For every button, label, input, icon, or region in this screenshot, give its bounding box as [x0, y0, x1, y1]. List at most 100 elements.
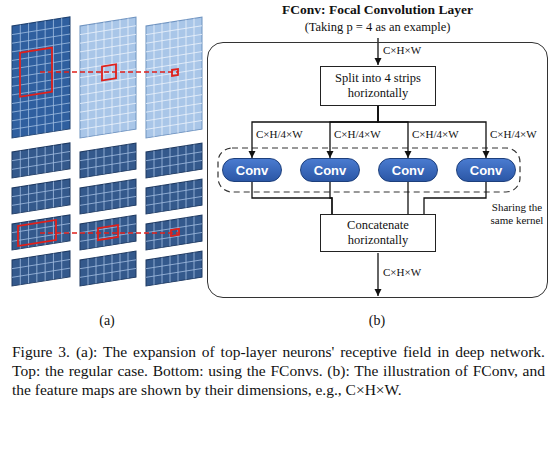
feature-map-grid — [146, 179, 202, 214]
grid-line — [12, 112, 70, 121]
grid-line — [80, 152, 136, 161]
conv-pill: Conv — [378, 158, 438, 182]
grid-line — [45, 147, 46, 173]
grid-line — [61, 252, 62, 278]
grid-line — [12, 160, 70, 169]
grid-line — [112, 183, 113, 209]
grid-line — [28, 185, 29, 211]
grid-line — [154, 187, 155, 213]
grid-line — [154, 259, 155, 285]
grid-line — [96, 221, 97, 247]
dimension-label: C×H/4×W — [490, 128, 537, 141]
grid-line — [154, 151, 155, 177]
grid-line — [112, 147, 113, 173]
process-box: Split into 4 strips horizontally — [320, 66, 436, 106]
connector — [330, 182, 332, 214]
grid-line — [146, 60, 202, 69]
grid-line — [120, 182, 121, 208]
grid-line — [194, 180, 195, 206]
grid-line — [12, 196, 70, 205]
grid-line — [61, 180, 62, 206]
grid-line — [128, 216, 129, 242]
grid-line — [162, 221, 163, 247]
grid-line — [146, 112, 202, 121]
connector — [407, 182, 408, 214]
grid-line — [186, 218, 187, 244]
feature-map — [146, 251, 202, 286]
grid-line — [36, 148, 37, 174]
panel-label: (a) — [87, 312, 127, 329]
grid-line — [162, 185, 163, 211]
grid-line — [36, 184, 37, 210]
feature-map — [12, 17, 70, 138]
connector — [252, 182, 332, 214]
dimension-label: C×H/4×W — [334, 128, 381, 141]
receptive-field-box — [20, 48, 52, 97]
feature-map — [80, 143, 136, 178]
feature-map — [80, 179, 136, 214]
grid-line — [128, 144, 129, 170]
grid-line — [80, 196, 136, 205]
grid-line — [146, 43, 202, 52]
grid-line — [146, 77, 202, 86]
grid-line — [154, 223, 155, 249]
feature-map-grid — [146, 251, 202, 286]
grid-line — [170, 148, 171, 174]
grid-line — [194, 144, 195, 170]
feature-map-grid — [12, 143, 70, 178]
grid-line — [61, 216, 62, 242]
connector — [424, 182, 486, 214]
feature-map — [12, 179, 70, 214]
grid-line — [12, 259, 70, 268]
grid-line — [96, 149, 97, 175]
frame-heading: FConv: Focal Convolution Layer(Taking p … — [207, 1, 548, 36]
grid-line — [128, 252, 129, 278]
frame-title: FConv: Focal Convolution Layer — [207, 1, 548, 19]
grid-line — [80, 60, 136, 69]
grid-line — [12, 187, 70, 196]
grid-line — [80, 26, 136, 35]
grid-line — [80, 232, 136, 241]
grid-line — [104, 148, 105, 174]
grid-line — [80, 103, 136, 112]
grid-line — [80, 52, 136, 61]
dimension-label: C×H/4×W — [256, 128, 303, 141]
conv-pill: Conv — [300, 158, 360, 182]
grid-line — [61, 144, 62, 170]
grid-line — [120, 218, 121, 244]
grid-line — [186, 182, 187, 208]
conv-label: Conv — [236, 163, 269, 178]
grid-line — [20, 187, 21, 213]
grid-line — [112, 219, 113, 245]
grid-line — [80, 268, 136, 277]
grid-line — [112, 255, 113, 281]
frame-subtitle: (Taking p = 4 as an example) — [207, 19, 548, 36]
grid-line — [80, 43, 136, 52]
receptive-field-link — [40, 71, 178, 72]
grid-line — [146, 268, 202, 277]
grid-line — [104, 256, 105, 282]
grid-line — [12, 34, 70, 43]
grid-line — [12, 25, 70, 34]
dimension-label: C×H×W — [383, 44, 421, 57]
grid-line — [146, 196, 202, 205]
grid-line — [194, 252, 195, 278]
grid-line — [120, 146, 121, 172]
grid-line — [194, 216, 195, 242]
process-box: Concatenate horizontally — [320, 214, 436, 252]
figure-caption: Figure 3. (a): The expansion of top-laye… — [12, 342, 545, 399]
grid-line — [80, 121, 136, 130]
grid-line — [96, 257, 97, 283]
grid-line — [146, 224, 202, 233]
grid-line — [80, 160, 136, 169]
feature-map — [146, 143, 202, 178]
feature-map — [146, 179, 202, 214]
grid-line — [186, 146, 187, 172]
grid-line — [120, 254, 121, 280]
output-arrow — [377, 253, 378, 296]
connector — [378, 106, 408, 158]
grid-line — [80, 260, 136, 269]
grid-line — [88, 151, 89, 177]
grid-line — [146, 121, 202, 130]
